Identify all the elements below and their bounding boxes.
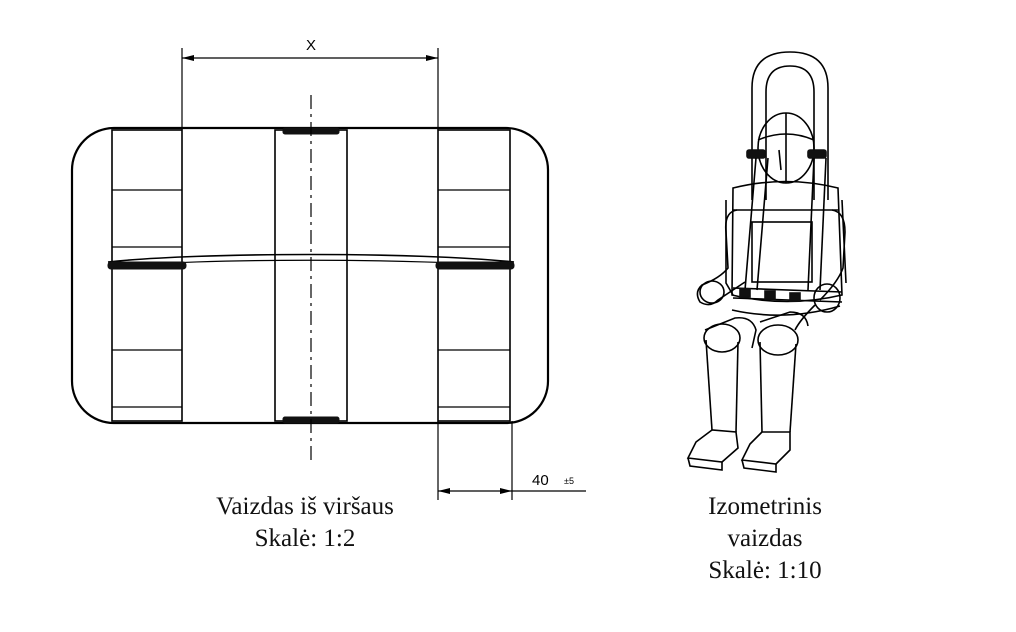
dummy-right-arm <box>794 209 846 331</box>
iso-view-caption-title-1: Izometrinis <box>708 493 822 520</box>
dimension-offset-tolerance: ±5 <box>564 476 574 486</box>
lap-belt-line <box>107 253 515 263</box>
left-side-block <box>111 129 183 422</box>
dummy-right-leg <box>740 311 809 473</box>
top-view-drawing: X 40 ±5 <box>70 37 586 500</box>
dummy-head <box>757 112 815 184</box>
iso-view-caption-title-2: vaizdas <box>727 525 803 552</box>
top-view-caption-scale: Skalė: 1:2 <box>254 525 356 552</box>
isometric-dummy-drawing <box>686 51 847 473</box>
top-view-caption-title: Vaizdas iš viršaus <box>216 493 394 520</box>
dummy-left-leg <box>686 316 757 471</box>
seat-outline <box>70 126 550 425</box>
dimension-x-label: X <box>306 37 316 54</box>
top-view-caption: Vaizdas iš viršaus Skalė: 1:2 <box>165 491 445 555</box>
iso-view-caption-scale: Skalė: 1:10 <box>708 557 822 584</box>
dimension-x: X <box>181 37 439 130</box>
headrest-loop <box>751 51 829 200</box>
right-side-block <box>437 129 511 422</box>
dimension-offset-value: 40 <box>532 472 549 489</box>
dummy-left-arm <box>696 209 746 306</box>
dimension-offset: 40 ±5 <box>437 421 586 500</box>
iso-view-caption: Izometrinis vaizdas Skalė: 1:10 <box>620 491 910 587</box>
